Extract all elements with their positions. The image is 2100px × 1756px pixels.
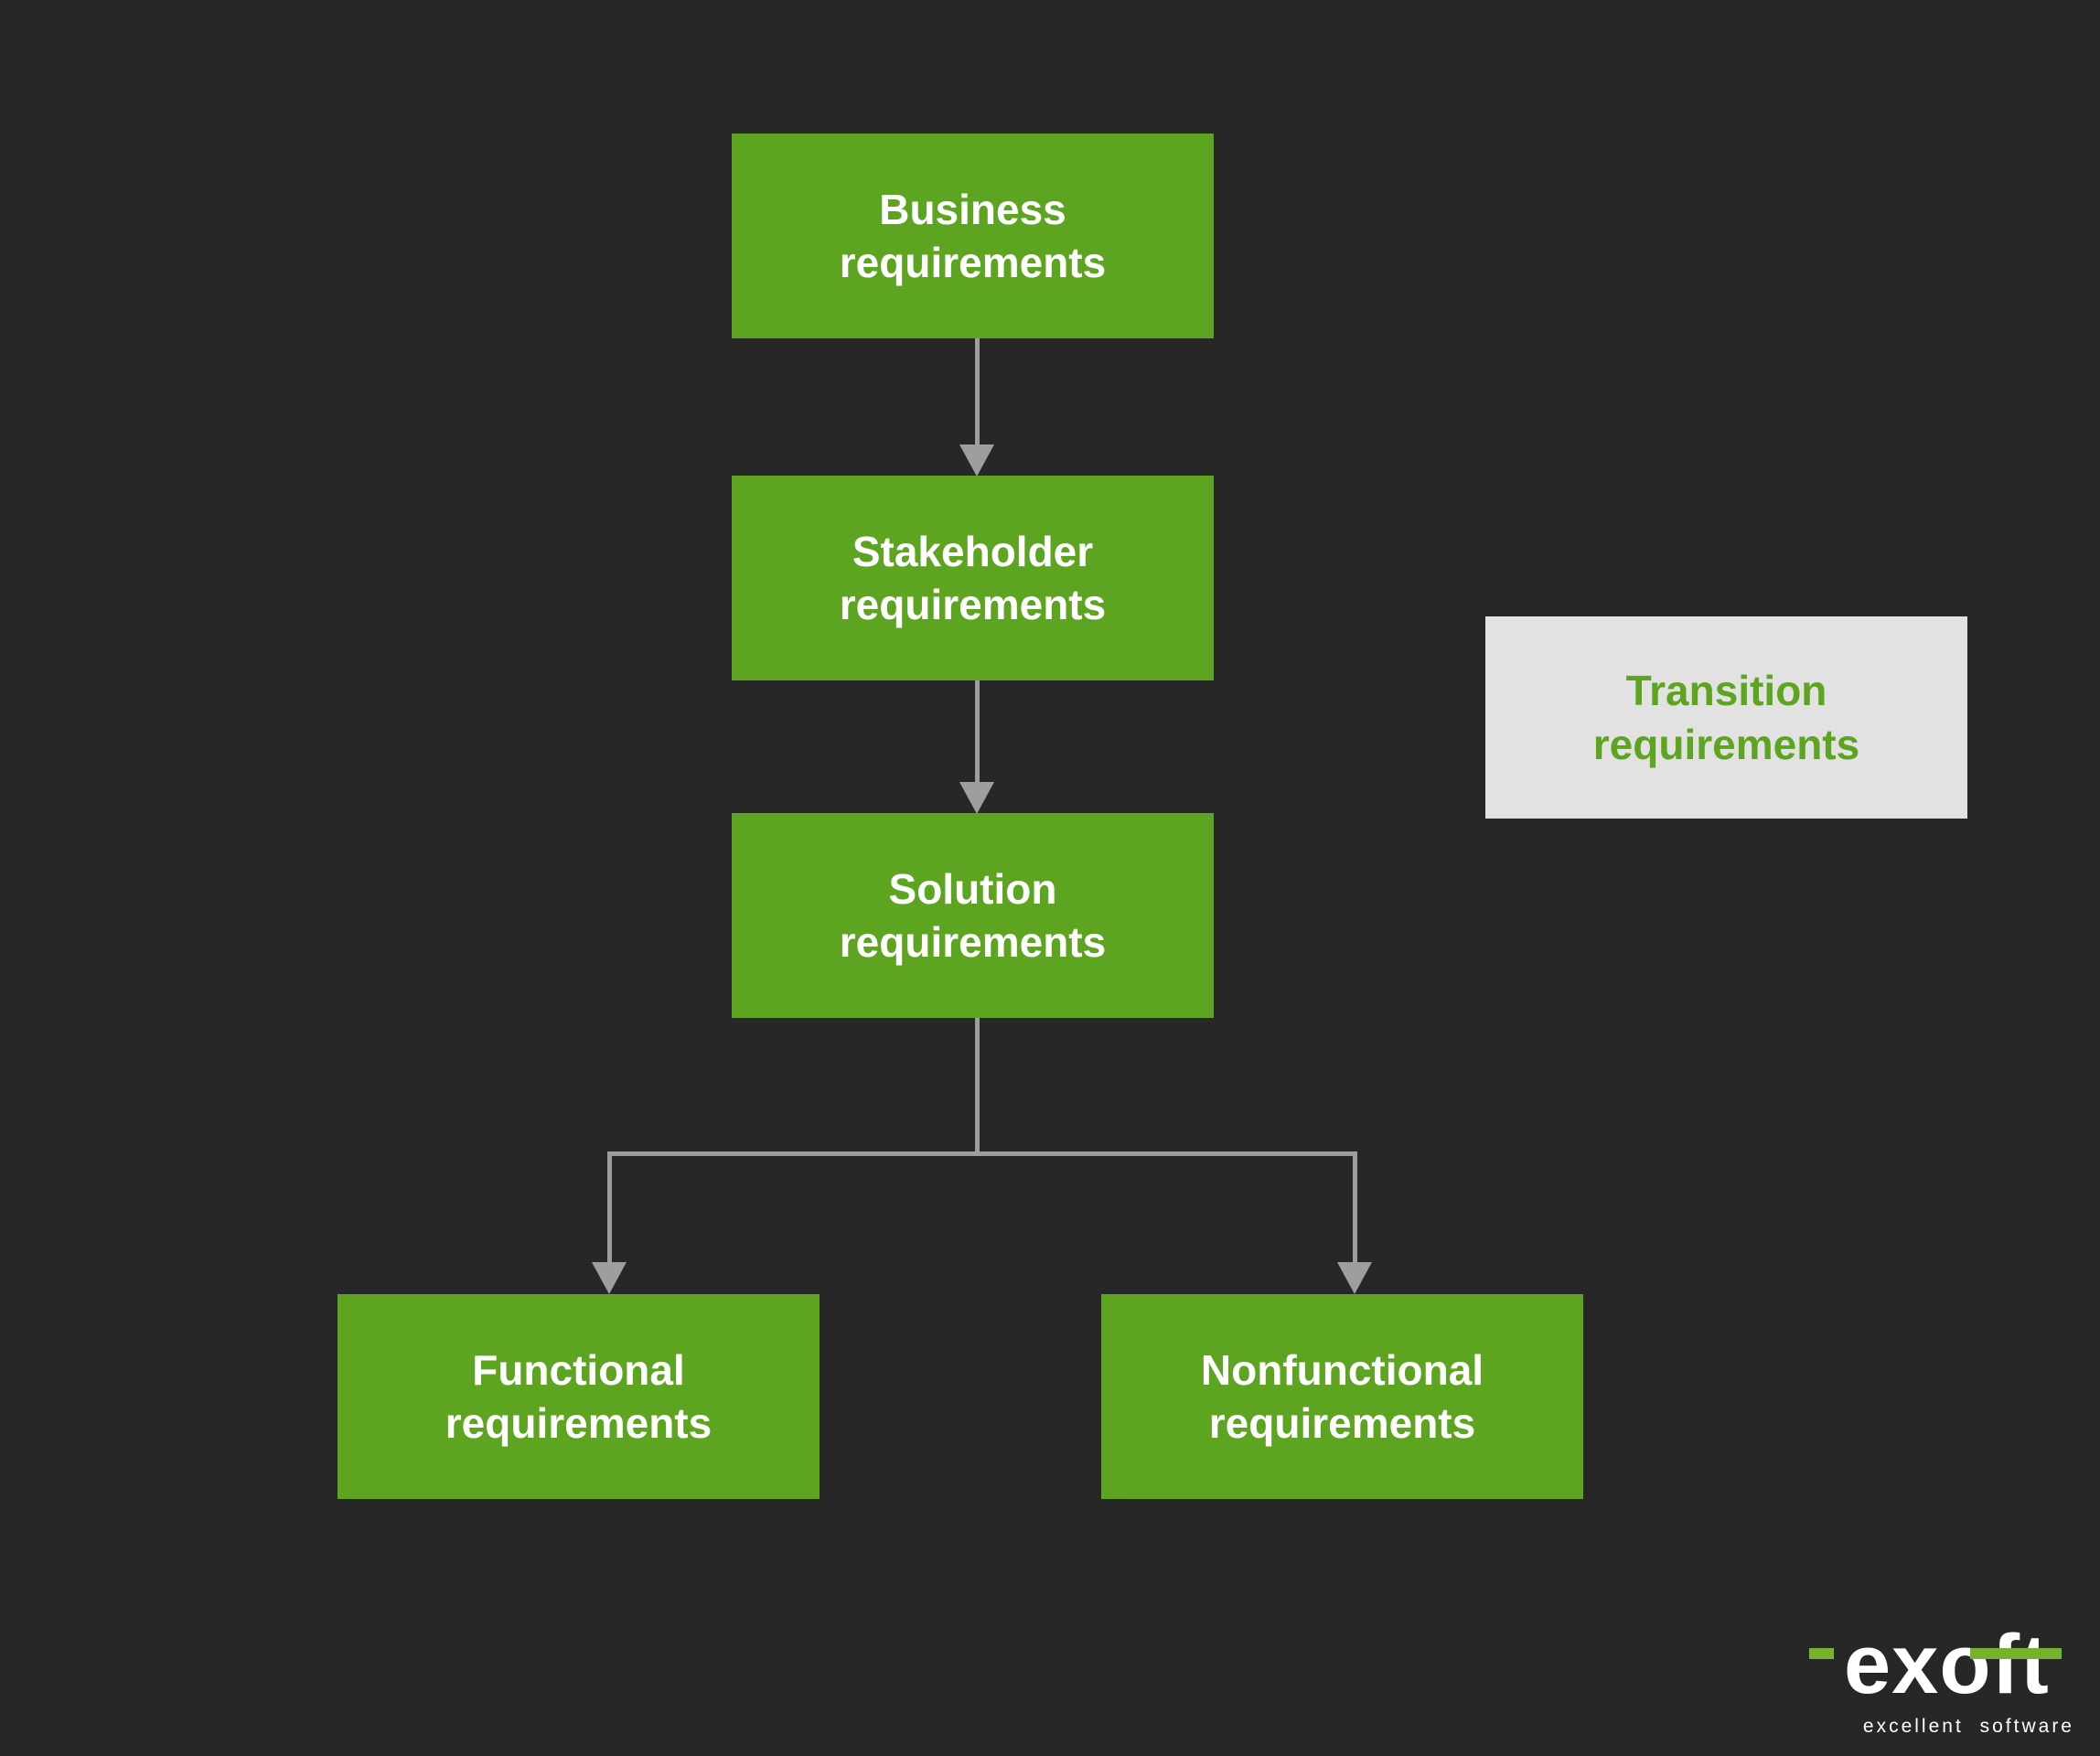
connector-stakeholder-solution-line (975, 680, 980, 784)
node-solution-requirements: Solution requirements (732, 813, 1214, 1018)
logo-wordmark-row: exoft (1809, 1621, 2074, 1708)
connector-solution-stem-line (975, 1018, 980, 1156)
logo-wordmark: exoft (1844, 1618, 2050, 1711)
arrowhead-down-icon (592, 1262, 627, 1294)
exoft-logo: exoft excellent software (1809, 1621, 2074, 1738)
connector-branch-line (607, 1151, 1357, 1156)
node-solution-label: Solution requirements (839, 864, 1107, 966)
logo-dash-accent-icon (1809, 1648, 1834, 1659)
node-transition-label: Transition requirements (1592, 667, 1860, 768)
arrowhead-down-icon (959, 782, 994, 814)
node-nonfunctional-requirements: Nonfunctional requirements (1101, 1294, 1583, 1499)
node-nonfunctional-label: Nonfunctional requirements (1200, 1345, 1484, 1447)
node-stakeholder-requirements: Stakeholder requirements (732, 476, 1214, 680)
arrowhead-down-icon (959, 444, 994, 476)
logo-crossbar-accent-icon (1970, 1648, 2062, 1659)
node-stakeholder-label: Stakeholder requirements (839, 527, 1107, 628)
connector-nonfunctional-drop-line (1353, 1151, 1357, 1263)
node-transition-requirements: Transition requirements (1485, 616, 1967, 819)
connector-functional-drop-line (607, 1151, 612, 1263)
node-business-requirements: Business requirements (732, 134, 1214, 338)
logo-tagline: excellent software (1862, 1716, 2074, 1737)
connector-business-stakeholder-line (975, 338, 980, 446)
node-business-label: Business requirements (839, 185, 1107, 286)
arrowhead-down-icon (1337, 1262, 1372, 1294)
node-functional-label: Functional requirements (445, 1345, 712, 1447)
node-functional-requirements: Functional requirements (338, 1294, 820, 1499)
